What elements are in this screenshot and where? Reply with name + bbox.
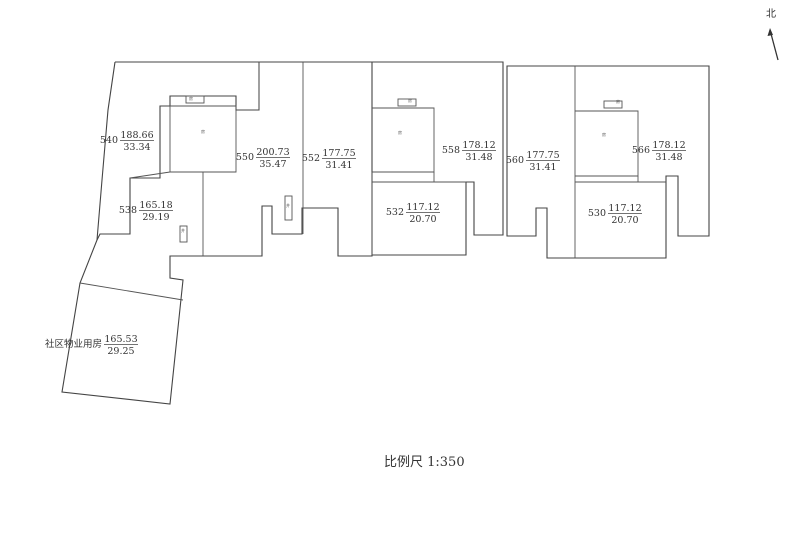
unit-share: 31.48 (465, 152, 492, 163)
unit-area: 117.12 (406, 202, 439, 213)
unit-area: 200.73 (256, 147, 289, 158)
unit-share: 20.70 (409, 214, 436, 225)
unit-room-number: 538 (119, 205, 137, 216)
north-arrow-icon (767, 28, 779, 61)
unit-room-number: 558 (442, 145, 460, 156)
unit-area: 178.12 (652, 140, 685, 151)
unit-share: 29.25 (107, 346, 134, 357)
unit-area: 165.18 (139, 200, 172, 211)
unit-room-number: 566 (632, 145, 650, 156)
unit-area: 188.66 (120, 130, 153, 141)
unit-area: 165.53 (104, 334, 137, 345)
unit-share: 31.41 (325, 160, 352, 171)
small-mark: 房 (408, 97, 412, 103)
unit-area: 177.75 (322, 148, 355, 159)
north-label: 北 (766, 8, 776, 20)
unit-room-number: 532 (386, 207, 404, 218)
unit-share: 31.41 (529, 162, 556, 173)
scale-label: 比例尺 1:350 (384, 455, 465, 470)
small-mark: 房 (602, 131, 606, 137)
outline-middle-block (372, 61, 504, 256)
small-mark: 房 (201, 128, 205, 134)
unit-share: 35.47 (259, 159, 286, 170)
small-mark: 房 (616, 98, 620, 104)
unit-room-number: 540 (100, 135, 118, 146)
unit-area: 117.12 (608, 203, 641, 214)
small-mark: 房 (189, 95, 193, 101)
outline-west-block (61, 61, 373, 405)
unit-share: 29.19 (142, 212, 169, 223)
unit-room-number: 560 (506, 155, 524, 166)
unit-share: 33.34 (123, 142, 150, 153)
outline-east-block (506, 65, 710, 259)
unit-room-number: 社区物业用房 (45, 338, 102, 350)
unit-area: 178.12 (462, 140, 495, 151)
unit-room-number: 550 (236, 152, 254, 163)
small-mark: 房 (398, 129, 402, 135)
unit-room-number: 552 (302, 153, 320, 164)
outline-west-spine (96, 61, 116, 241)
unit-area: 177.75 (526, 150, 559, 161)
small-mark: 井 (286, 202, 290, 208)
unit-share: 20.70 (611, 215, 638, 226)
unit-share: 31.48 (655, 152, 682, 163)
small-mark: 井 (181, 227, 185, 233)
unit-room-number: 530 (588, 208, 606, 219)
